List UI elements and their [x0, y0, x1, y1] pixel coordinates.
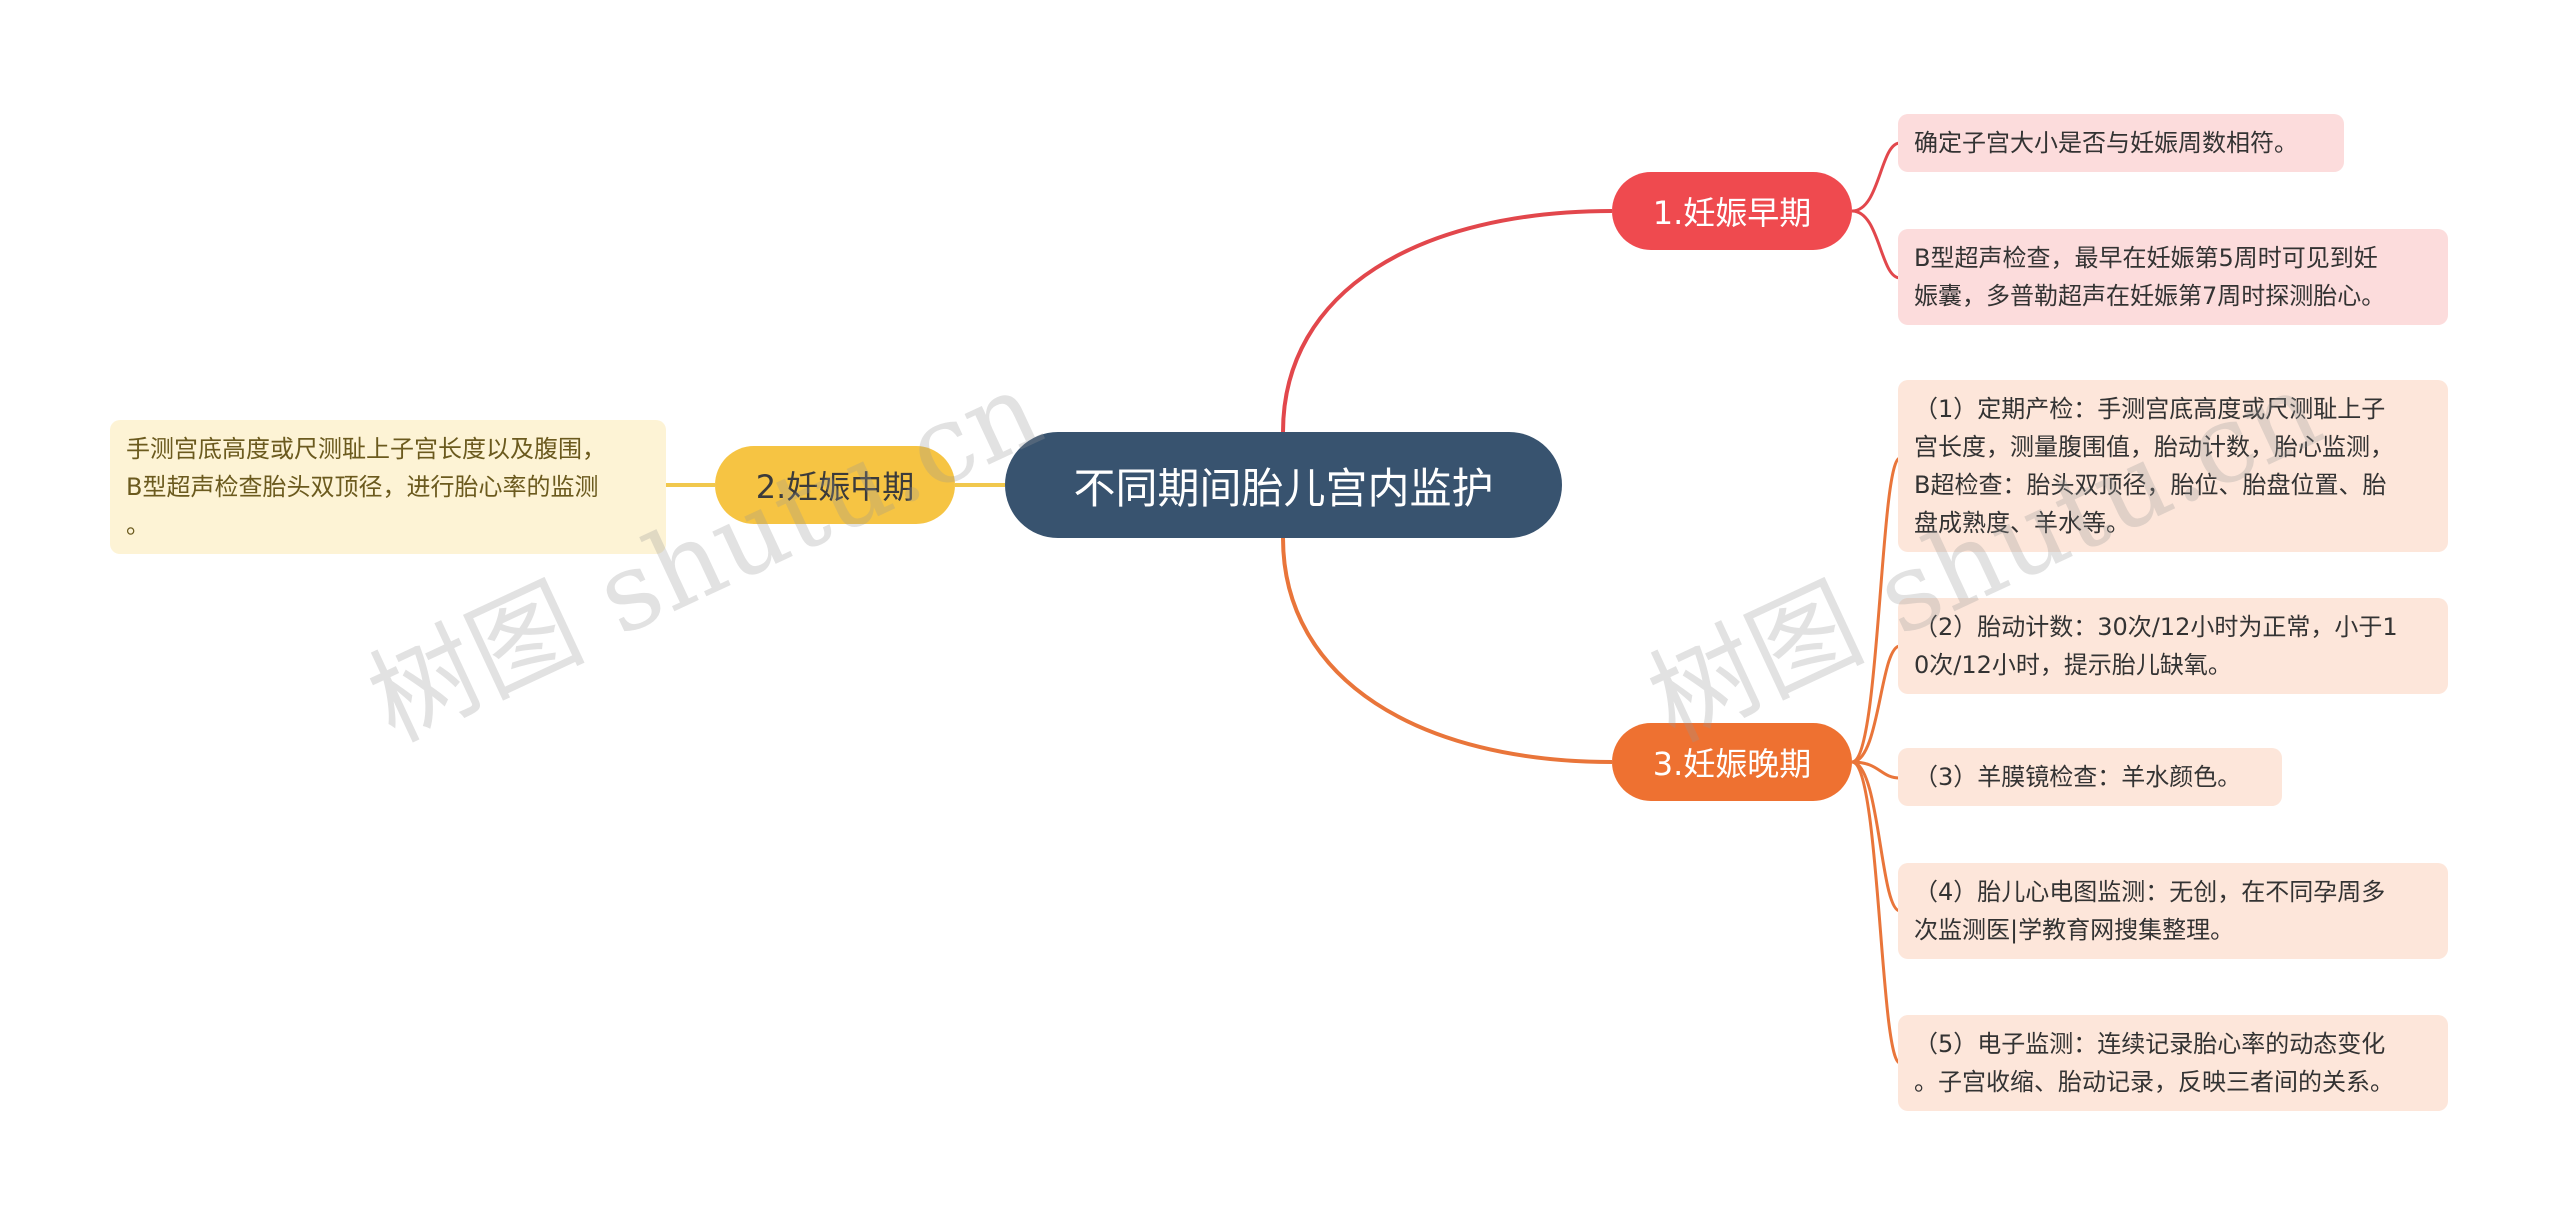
leaf-late-3[interactable]: （3）羊膜镜检查：羊水颜色。 [1898, 748, 2282, 806]
leaf-late-2[interactable]: （2）胎动计数：30次/12小时为正常，小于1 0次/12小时，提示胎儿缺氧。 [1898, 598, 2448, 694]
branch-mid-pregnancy[interactable]: 2.妊娠中期 [715, 446, 955, 524]
link-root-branch-1 [1281, 209, 1613, 433]
link-branch-3-leaf-5 [1851, 760, 1902, 1065]
link-branch-3-leaf-2 [1851, 644, 1901, 764]
leaf-mid-1[interactable]: 手测宫底高度或尺测耻上子宫长度以及腹围， B型超声检查胎头双顶径，进行胎心率的监… [110, 420, 666, 554]
leaf-early-2[interactable]: B型超声检查，最早在妊娠第5周时可见到妊 娠囊，多普勒超声在妊娠第7周时探测胎心… [1898, 229, 2448, 325]
link-branch-3-leaf-3 [1851, 760, 1901, 780]
link-branch-1-leaf-2 [1851, 209, 1901, 280]
link-branch-3-leaf-4 [1851, 760, 1901, 913]
leaf-early-1[interactable]: 确定子宫大小是否与妊娠周数相符。 [1898, 114, 2344, 172]
leaf-late-5[interactable]: （5）电子监测：连续记录胎心率的动态变化 。子宫收缩、胎动记录，反映三者间的关系… [1898, 1015, 2448, 1111]
link-branch-3-leaf-1 [1851, 456, 1902, 764]
leaf-late-4[interactable]: （4）胎儿心电图监测：无创，在不同孕周多 次监测医|学教育网搜集整理。 [1898, 863, 2448, 959]
root-topic[interactable]: 不同期间胎儿宫内监护 [1005, 432, 1562, 538]
link-branch-1-leaf-1 [1851, 141, 1901, 213]
leaf-late-1[interactable]: （1）定期产检：手测宫底高度或尺测耻上子 宫长度，测量腹围值，胎动计数，胎心监测… [1898, 380, 2448, 552]
branch-late-pregnancy[interactable]: 3.妊娠晚期 [1612, 723, 1852, 801]
link-root-branch-3 [1281, 537, 1613, 764]
branch-early-pregnancy[interactable]: 1.妊娠早期 [1612, 172, 1852, 250]
